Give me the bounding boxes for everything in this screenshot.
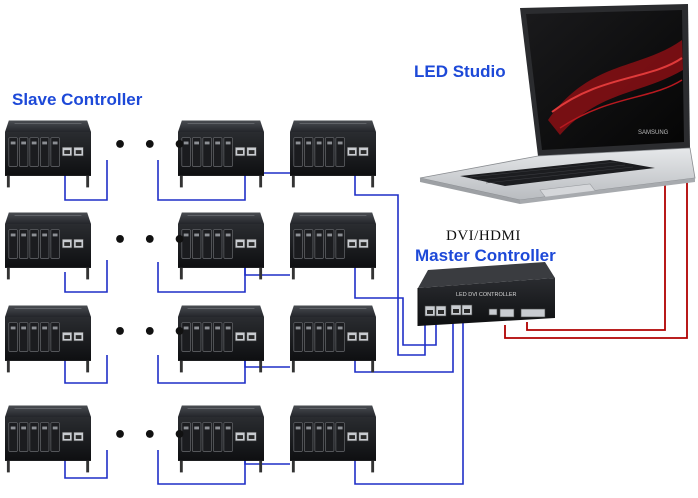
slave-controller-icon: [178, 120, 264, 188]
master-panel-text: LED DVI CONTROLLER: [456, 292, 517, 298]
master-controller-icon: LED DVI CONTROLLER: [417, 262, 555, 326]
slave-controller-icon: [290, 305, 376, 373]
more-controllers-ellipsis: • • •: [113, 133, 191, 158]
slave-controller-icon: [5, 405, 91, 473]
more-controllers-ellipsis: • • •: [113, 228, 191, 253]
slave-controller-icon: [178, 405, 264, 473]
led-studio-label: LED Studio: [414, 62, 506, 81]
slave-controller-icon: [5, 212, 91, 280]
slave-controller-icon: [290, 405, 376, 473]
slave-controller-icon: [5, 305, 91, 373]
slave-controller-icon: [290, 212, 376, 280]
slave-controller-icon: [178, 212, 264, 280]
master-controller-label: Master Controller: [415, 246, 556, 265]
slave-controller-label: Slave Controller: [12, 90, 143, 109]
slave-controller-icon: [290, 120, 376, 188]
more-controllers-ellipsis: • • •: [113, 320, 191, 345]
slave-controller-grid: [5, 120, 376, 473]
more-controllers-ellipsis: • • •: [113, 423, 191, 448]
slave-controller-icon: [5, 120, 91, 188]
laptop-brand-screen: SAMSUNG: [638, 130, 669, 136]
dvi-hdmi-label: DVI/HDMI: [446, 228, 521, 244]
laptop-icon: SAMSUNG: [419, 4, 696, 204]
dvi-cables: [504, 172, 688, 339]
slave-controller-icon: [178, 305, 264, 373]
